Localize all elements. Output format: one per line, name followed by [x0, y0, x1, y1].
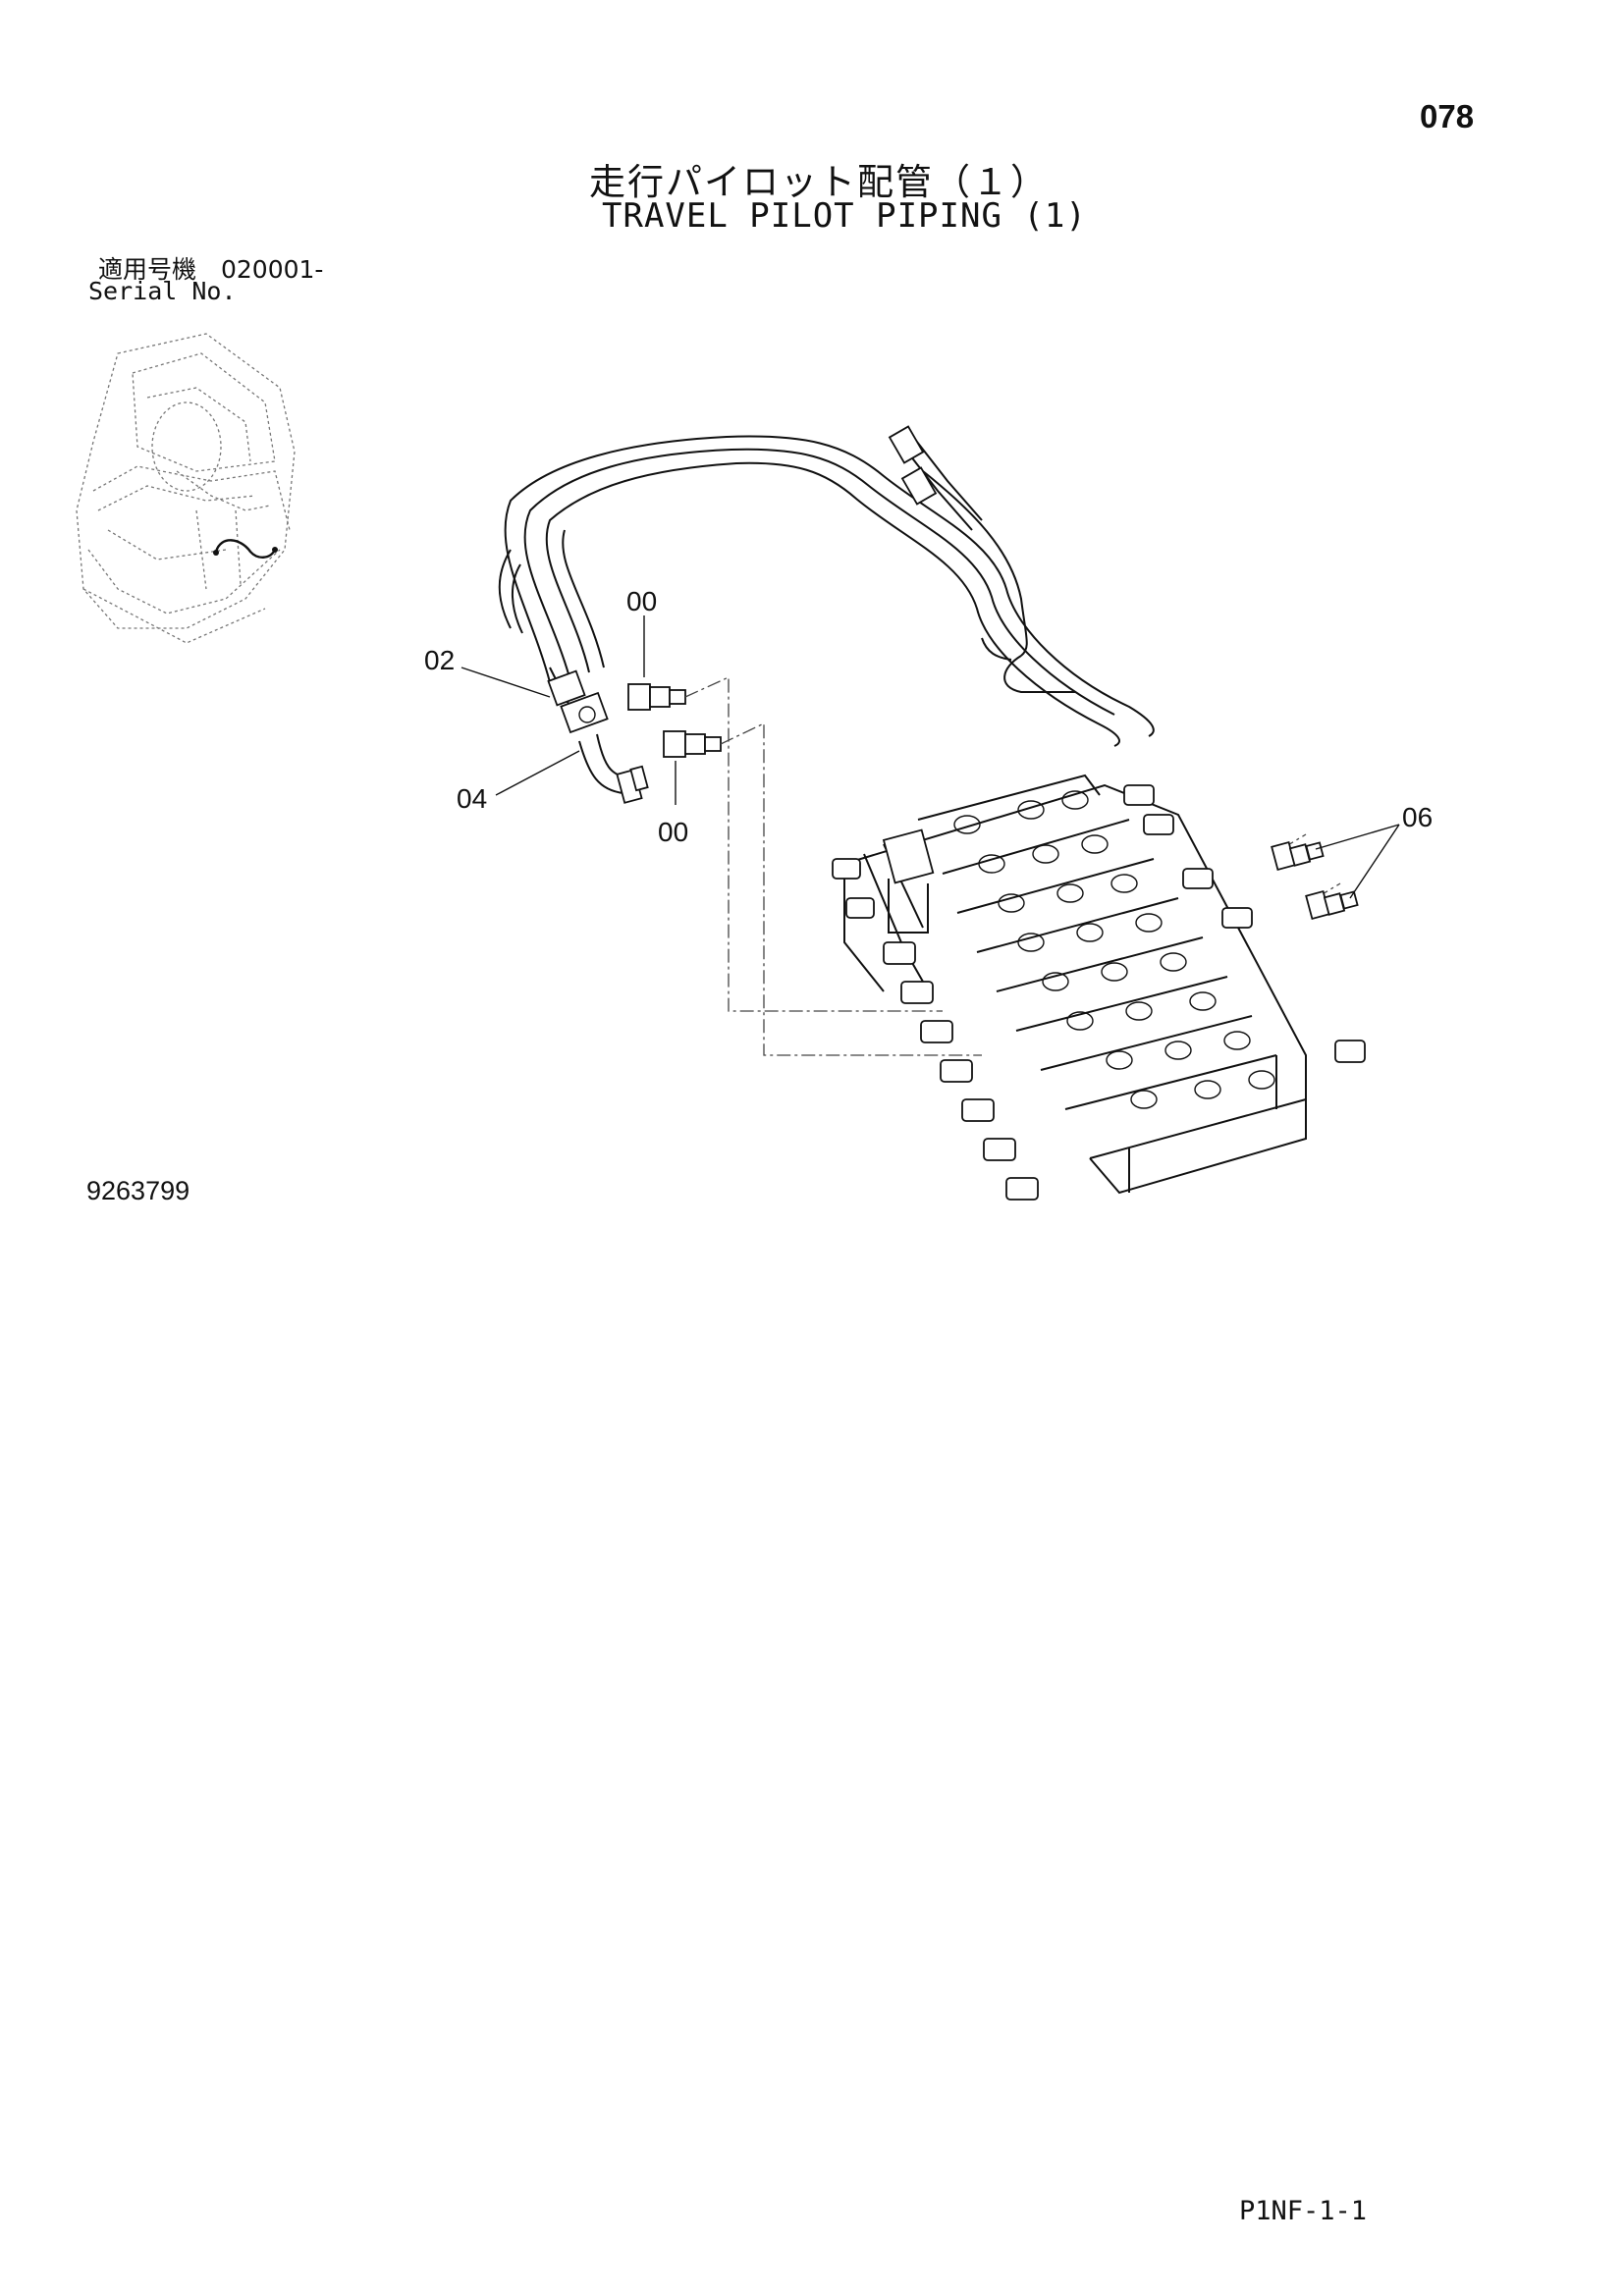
callout-06: 06 — [1402, 802, 1433, 832]
adapter-fitting-lower — [663, 730, 722, 758]
page-title-japanese: 走行パイロット配管（１） — [589, 161, 1049, 203]
callout-00-top: 00 — [626, 586, 657, 616]
serial-label-english: Serial No. — [88, 277, 237, 305]
alignment-lines — [684, 675, 1341, 1056]
control-valve-assembly — [832, 774, 1366, 1201]
machine-location-thumbnail — [76, 333, 296, 644]
page-number: 078 — [1420, 98, 1475, 134]
leader-lines — [460, 615, 1400, 899]
drawing-number: 9263799 — [86, 1176, 190, 1205]
page-title-english: TRAVEL PILOT PIPING (1) — [602, 196, 1087, 236]
valve-port-circles — [953, 790, 1275, 1109]
elbow-fitting — [578, 733, 649, 804]
adapter-fitting-upper — [627, 683, 686, 711]
page-code: P1NF-1-1 — [1239, 2196, 1368, 2226]
fitting-06-lower — [1305, 889, 1359, 921]
callout-02: 02 — [424, 645, 455, 675]
valve-spool-ends-right — [1123, 784, 1366, 1063]
callout-00-bottom: 00 — [658, 817, 688, 847]
callout-04: 04 — [457, 783, 487, 814]
pilot-hose-assembly — [498, 425, 1155, 747]
serial-label-japanese: 適用号機 020001- — [98, 255, 324, 284]
valve-spool-ends-left — [832, 858, 1039, 1201]
fitting-06-upper — [1271, 840, 1325, 872]
